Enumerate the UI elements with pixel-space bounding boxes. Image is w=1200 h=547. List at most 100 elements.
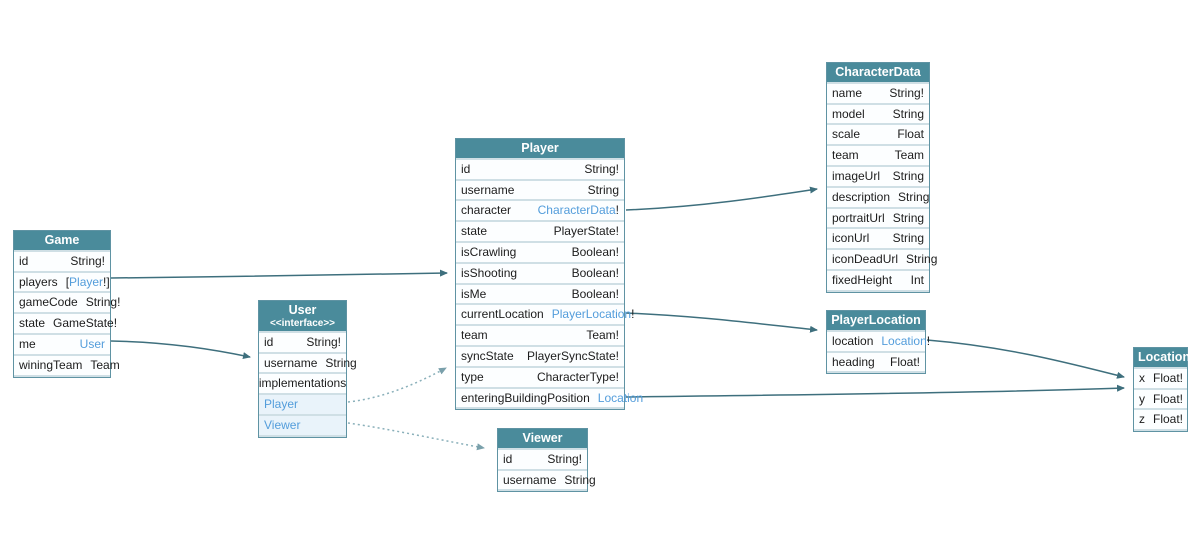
type-link-user[interactable]: User — [79, 336, 105, 351]
field-type: Team! — [586, 328, 619, 343]
field-row-character[interactable]: character CharacterData! — [456, 201, 624, 221]
field-type: Float! — [889, 354, 920, 369]
field-name: enteringBuildingPosition — [461, 390, 590, 405]
field-name: iconDeadUrl — [832, 252, 899, 267]
field-name: players — [19, 274, 58, 289]
field-row-location[interactable]: location Location! — [827, 331, 930, 351]
field-name: iconUrl — [832, 231, 870, 246]
field-type: User — [79, 336, 105, 352]
field-type: String — [892, 106, 924, 121]
type-title-location[interactable]: Location — [1134, 348, 1190, 367]
field-name: heading — [832, 354, 875, 369]
field-row-heading[interactable]: heading Float! — [827, 352, 925, 372]
field-type: Float — [897, 127, 924, 142]
field-type: Float! — [1153, 391, 1184, 406]
field-name: username — [264, 355, 318, 370]
field-row-players[interactable]: players[Player!] — [14, 272, 110, 292]
field-row-team[interactable]: team Team — [827, 146, 929, 165]
implementation-link-viewer[interactable]: Viewer — [259, 415, 346, 435]
field-name: isShooting — [461, 265, 518, 280]
field-type: Boolean! — [571, 286, 619, 301]
field-name: currentLocation — [461, 307, 544, 322]
field-type: String — [892, 168, 924, 183]
field-name: type — [461, 369, 484, 384]
field-type: String! — [584, 161, 619, 176]
field-name: portraitUrl — [832, 210, 885, 225]
type-title-viewer[interactable]: Viewer — [498, 429, 587, 448]
field-name: location — [832, 333, 874, 348]
field-row-winingteam[interactable]: winingTeam Team — [14, 355, 120, 375]
type-title-playerlocation[interactable]: PlayerLocation — [827, 311, 925, 330]
type-link-player[interactable]: Player — [69, 274, 104, 289]
field-row-me[interactable]: me User — [14, 334, 110, 354]
type-title-user[interactable]: User<<interface>> — [259, 301, 346, 331]
edge-player-currentlocation — [625, 312, 818, 333]
field-type: Team — [90, 357, 120, 372]
edge-user-player — [347, 367, 447, 403]
field-name: team — [832, 148, 859, 163]
field-type: String — [892, 210, 925, 225]
type-title-game[interactable]: Game — [14, 231, 110, 250]
field-row-username[interactable]: username String — [456, 180, 624, 200]
field-name: me — [19, 336, 36, 351]
field-type: String — [587, 182, 619, 197]
field-type: String! — [306, 334, 341, 349]
type-link-location[interactable]: Location — [597, 390, 644, 405]
field-row-portraiturl[interactable]: portraitUrl String — [827, 208, 929, 228]
field-type: String — [564, 472, 596, 487]
implementation-link-player[interactable]: Player — [259, 395, 346, 414]
field-type: Team — [894, 148, 924, 163]
type-link-location[interactable]: Location — [881, 333, 927, 348]
field-type: CharacterData! — [537, 203, 619, 218]
field-name: id — [19, 253, 29, 268]
field-type: Int — [910, 272, 924, 287]
field-name: username — [461, 182, 515, 197]
field-type: PlayerSyncState! — [526, 348, 619, 363]
implemented-type-name: Player — [264, 397, 299, 412]
field-name: isCrawling — [461, 244, 517, 259]
type-link-characterdata[interactable]: CharacterData — [537, 203, 616, 218]
field-type: String! — [547, 451, 582, 466]
field-name: character — [461, 203, 512, 218]
field-name: winingTeam — [19, 357, 83, 372]
field-name: name — [832, 85, 863, 100]
type-title-characterdata[interactable]: CharacterData — [827, 63, 929, 82]
type-link-playerlocation[interactable]: PlayerLocation — [551, 307, 632, 322]
field-type: PlayerState! — [553, 224, 619, 239]
field-name: implementations — [258, 376, 347, 391]
field-row-enteringbuildingposition[interactable]: enteringBuildingPosition Location — [456, 388, 643, 408]
field-type: Location! — [881, 333, 931, 348]
field-name: gameCode — [19, 295, 78, 310]
type-title-player[interactable]: Player — [456, 139, 624, 158]
